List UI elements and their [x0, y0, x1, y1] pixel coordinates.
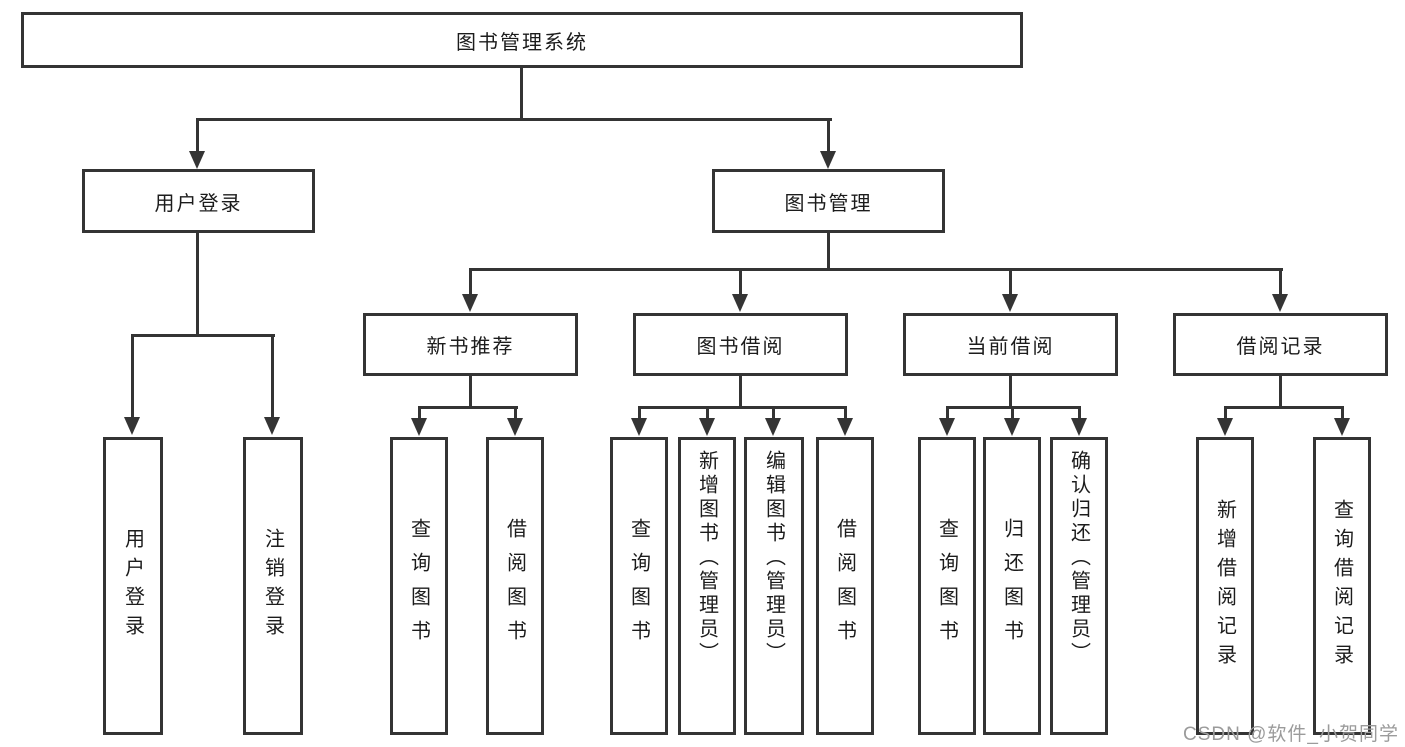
node-label: 用户登录	[154, 192, 243, 215]
connector-line	[827, 233, 830, 271]
node-label: 查询图书	[627, 518, 650, 654]
node-current-borrowing: 当前借阅	[903, 313, 1118, 376]
node-label: 借阅记录	[1236, 336, 1325, 358]
node-label: 借阅图书	[833, 518, 856, 654]
connector-line	[131, 334, 275, 337]
connector-line	[1009, 376, 1012, 408]
node-new-book-recommend: 新书推荐	[363, 313, 578, 376]
connector-line	[946, 406, 1081, 409]
node-label: 查询借阅记录	[1330, 499, 1353, 673]
connector-line	[844, 408, 847, 419]
node-library-management-system: 图书管理系统	[21, 12, 1023, 68]
connector-line	[1011, 408, 1014, 419]
leaf-query-borrow-record: 查询借阅记录	[1313, 437, 1371, 735]
connector-line	[1224, 406, 1344, 409]
arrow-down-icon	[631, 418, 647, 436]
arrow-down-icon	[1004, 418, 1020, 436]
connector-line	[418, 408, 421, 419]
arrow-down-icon	[1002, 294, 1018, 312]
arrow-down-icon	[699, 418, 715, 436]
connector-line	[1341, 408, 1344, 419]
node-label: 用户登录	[121, 528, 144, 644]
connector-line	[469, 268, 1283, 271]
connector-line	[520, 68, 523, 120]
node-label: 当前借阅	[966, 336, 1055, 358]
connector-line	[514, 408, 517, 419]
connector-line	[271, 336, 274, 418]
leaf-edit-book-admin: 编辑图书（管理员）	[744, 437, 804, 735]
leaf-user-login: 用户登录	[103, 437, 163, 735]
node-label: 编辑图书（管理员）	[762, 450, 785, 666]
node-user-login-branch: 用户登录	[82, 169, 315, 233]
leaf-query-books-recommend: 查询图书	[390, 437, 448, 735]
node-book-management: 图书管理	[712, 169, 945, 233]
connector-line	[131, 336, 134, 418]
node-borrowing-records: 借阅记录	[1173, 313, 1388, 376]
connector-line	[638, 408, 641, 419]
arrow-down-icon	[939, 418, 955, 436]
node-label: 确认归还（管理员）	[1067, 450, 1090, 666]
leaf-add-borrow-record: 新增借阅记录	[1196, 437, 1254, 735]
connector-line	[706, 408, 709, 419]
leaf-query-books-borrowing: 查询图书	[610, 437, 668, 735]
arrow-down-icon	[820, 151, 836, 169]
leaf-borrow-books: 借阅图书	[816, 437, 874, 735]
node-label: 注销登录	[261, 528, 284, 644]
connector-line	[469, 376, 472, 408]
connector-line	[946, 408, 949, 419]
connector-line	[1224, 408, 1227, 419]
leaf-confirm-return-admin: 确认归还（管理员）	[1050, 437, 1108, 735]
node-label: 新书推荐	[426, 336, 515, 358]
connector-line	[1078, 408, 1081, 419]
connector-line	[638, 406, 847, 409]
node-label: 新增图书（管理员）	[695, 450, 718, 666]
node-label: 图书借阅	[696, 336, 785, 358]
leaf-borrow-books-recommend: 借阅图书	[486, 437, 544, 735]
arrow-down-icon	[264, 417, 280, 435]
connector-line	[469, 271, 472, 295]
connector-line	[772, 408, 775, 419]
connector-line	[739, 376, 742, 408]
connector-line	[1009, 271, 1012, 295]
arrow-down-icon	[1272, 294, 1288, 312]
arrow-down-icon	[124, 417, 140, 435]
arrow-down-icon	[507, 418, 523, 436]
arrow-down-icon	[1217, 418, 1233, 436]
leaf-logout: 注销登录	[243, 437, 303, 735]
connector-line	[1279, 376, 1282, 408]
arrow-down-icon	[837, 418, 853, 436]
arrow-down-icon	[765, 418, 781, 436]
node-label: 借阅图书	[503, 518, 526, 654]
connector-line	[196, 118, 832, 121]
connector-line	[827, 120, 830, 154]
arrow-down-icon	[1071, 418, 1087, 436]
leaf-add-book-admin: 新增图书（管理员）	[678, 437, 736, 735]
arrow-down-icon	[462, 294, 478, 312]
node-label: 新增借阅记录	[1213, 499, 1236, 673]
connector-line	[1279, 271, 1282, 295]
arrow-down-icon	[189, 151, 205, 169]
watermark-text: CSDN @软件_小贺同学	[1183, 724, 1399, 745]
node-label: 图书管理	[784, 192, 873, 215]
leaf-return-books: 归还图书	[983, 437, 1041, 735]
arrow-down-icon	[732, 294, 748, 312]
arrow-down-icon	[411, 418, 427, 436]
node-label: 查询图书	[935, 518, 958, 654]
node-label: 归还图书	[1000, 518, 1023, 654]
node-book-borrowing: 图书借阅	[633, 313, 848, 376]
connector-line	[196, 233, 199, 336]
connector-line	[739, 271, 742, 295]
leaf-query-books-current: 查询图书	[918, 437, 976, 735]
connector-line	[196, 120, 199, 154]
node-label: 图书管理系统	[456, 31, 588, 54]
node-label: 查询图书	[407, 518, 430, 654]
connector-line	[418, 406, 518, 409]
arrow-down-icon	[1334, 418, 1350, 436]
